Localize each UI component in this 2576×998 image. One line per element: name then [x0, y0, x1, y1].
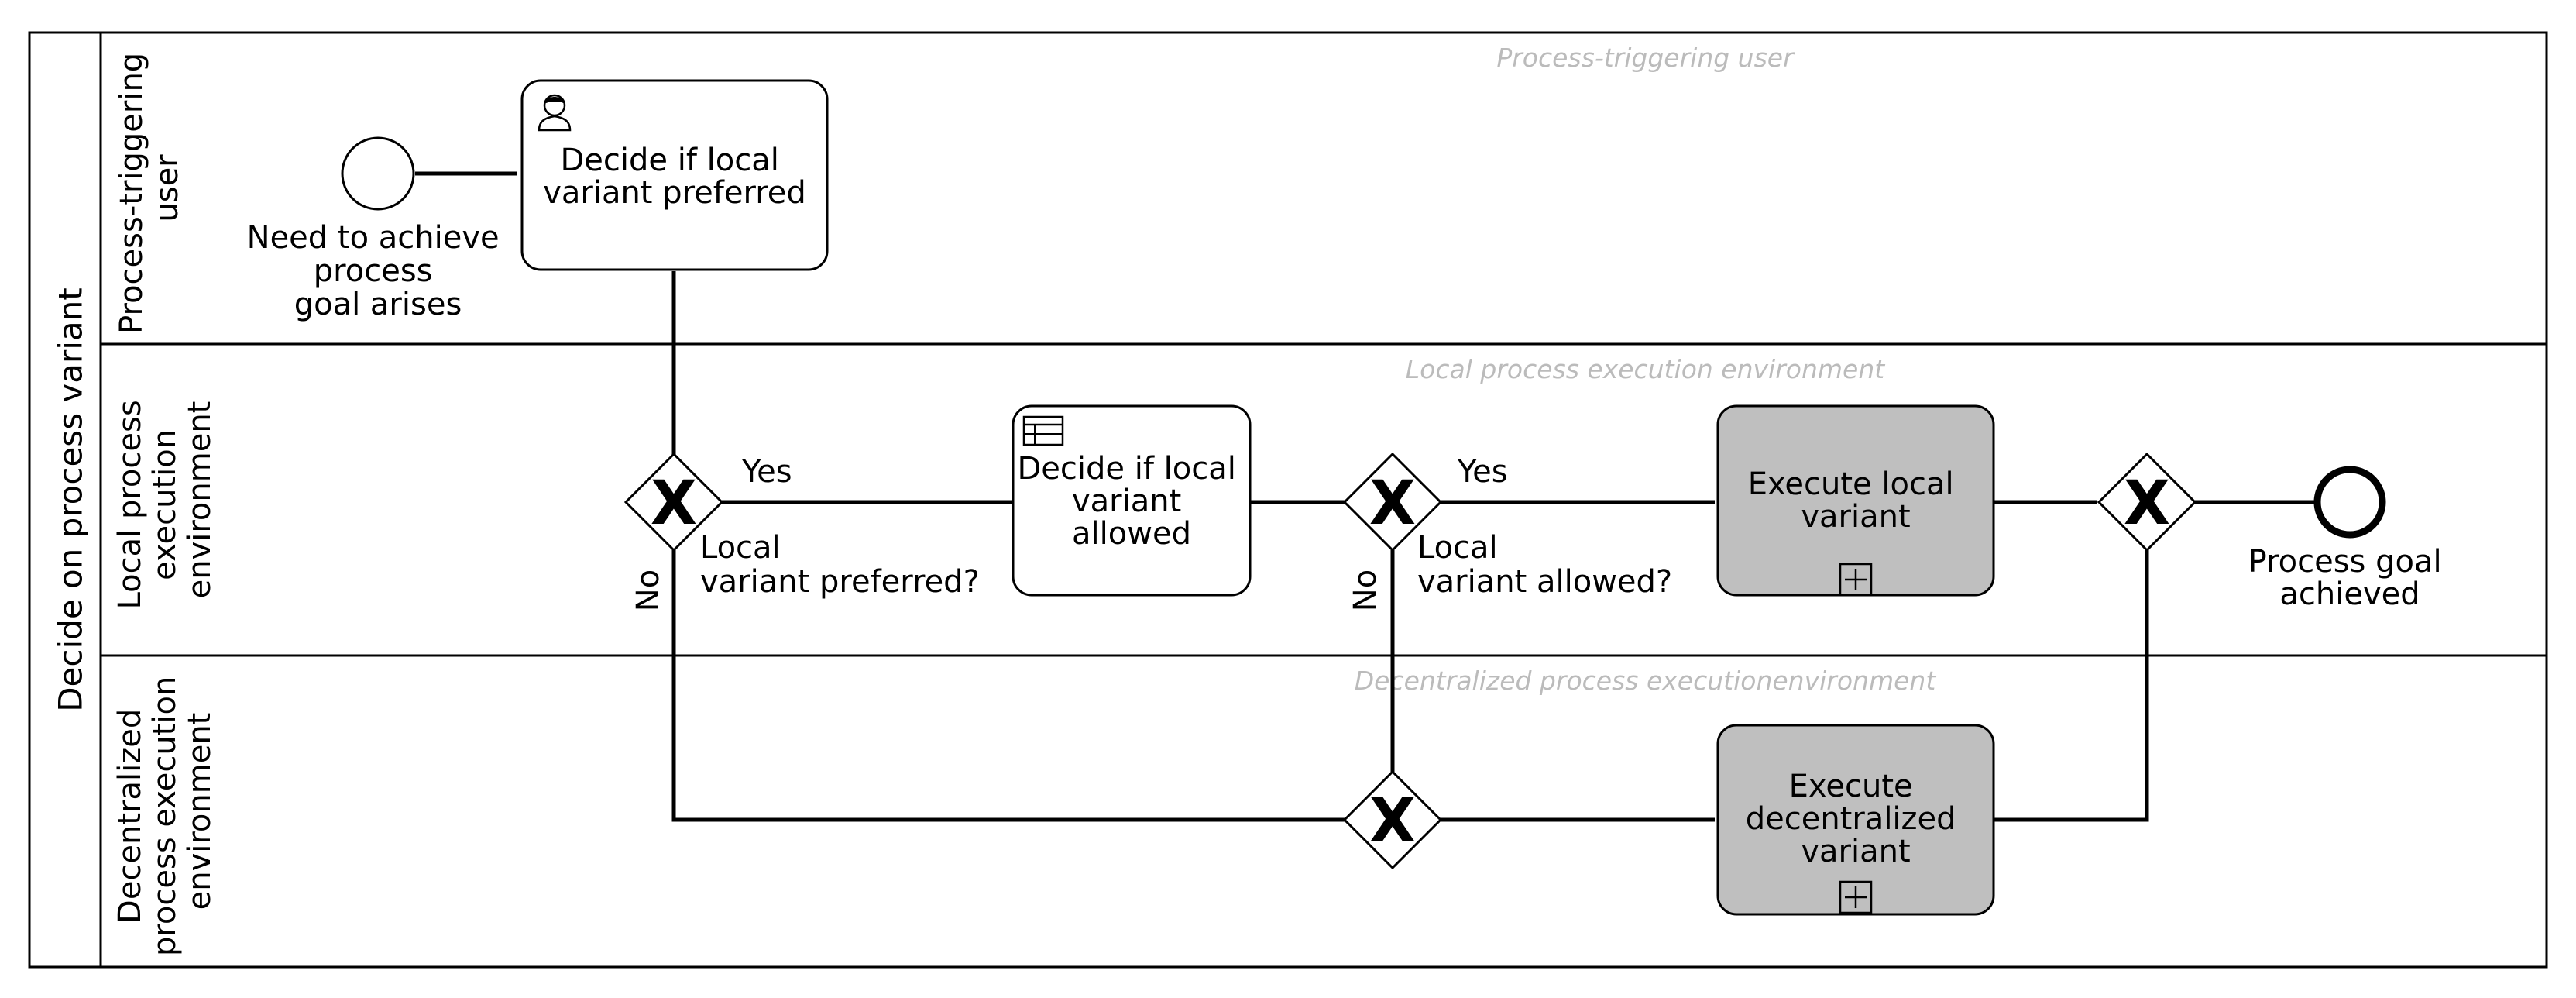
subprocess-execute-local-label: Execute local variant	[1748, 466, 1964, 535]
task-decide-preferred-label: Decide if local variant preferred	[543, 143, 806, 211]
gateway-merge-end[interactable]: X	[2097, 452, 2197, 552]
subprocess-execute-decentral-label: Execute decentralized variant	[1746, 769, 1966, 869]
lane-decentral: Decentralized process execution environm…	[112, 666, 1936, 956]
expand-icon[interactable]	[1839, 880, 1873, 914]
lane-user: Process-triggering user Process-triggeri…	[114, 43, 1795, 334]
end-event[interactable]	[2313, 466, 2386, 539]
flow-execute-decentral-to-merge[interactable]	[1994, 549, 2149, 822]
start-event-label: Need to achieve process goal arises	[247, 220, 510, 322]
gateway-allowed-marker: X	[1369, 469, 1416, 539]
user-icon	[538, 94, 572, 132]
lane-watermark-local: Local process execution environment	[1406, 354, 1885, 384]
lane-watermark-decentral: Decentralized process executionenvironme…	[1355, 666, 1937, 696]
gateway-preferred-label: Local variant preferred?	[700, 530, 980, 600]
task-decide-preferred[interactable]: Decide if local variant preferred	[520, 79, 829, 271]
subprocess-execute-local[interactable]: Execute local variant	[1716, 404, 1995, 597]
gateway-preferred[interactable]: X	[623, 452, 724, 552]
expand-icon[interactable]	[1839, 563, 1873, 597]
sequence-flows	[415, 171, 2314, 822]
subprocess-execute-decentral[interactable]: Execute decentralized variant	[1716, 724, 1995, 916]
gateway-preferred-marker: X	[651, 469, 697, 539]
task-decide-allowed[interactable]: Decide if local variant allowed	[1012, 404, 1252, 597]
lane-label-local: Local process execution environment	[112, 391, 218, 610]
lane-label-user: Process-triggering user	[114, 43, 185, 334]
end-event-circle[interactable]	[2313, 466, 2386, 539]
business-rule-icon	[1022, 415, 1064, 446]
task-decide-allowed-label: Decide if local variant allowed	[1017, 451, 1245, 552]
end-event-label: Process goal achieved	[2248, 544, 2452, 612]
start-event[interactable]	[341, 136, 415, 211]
gateway-allowed-label: Local variant allowed?	[1417, 530, 1672, 600]
flow-label-preferred-yes: Yes	[741, 454, 792, 490]
flow-label-preferred-no: No	[630, 570, 666, 611]
lane-label-decentral: Decentralized process execution environm…	[112, 666, 218, 956]
gateway-merge-decentral-marker: X	[1369, 786, 1416, 856]
lane-watermark-user: Process-triggering user	[1496, 43, 1795, 73]
flow-label-allowed-yes: Yes	[1457, 454, 1508, 490]
pool-label: Decide on process variant	[52, 287, 90, 712]
flow-preferred-no[interactable]	[671, 550, 1346, 822]
gateway-merge-decentral[interactable]: X	[1342, 769, 1443, 870]
start-event-circle[interactable]	[341, 136, 415, 211]
lane-local: Local process execution environment Loca…	[112, 354, 1885, 609]
gateway-merge-end-marker: X	[2124, 469, 2170, 539]
flow-label-allowed-no: No	[1348, 570, 1383, 611]
gateway-allowed[interactable]: X	[1342, 452, 1443, 552]
